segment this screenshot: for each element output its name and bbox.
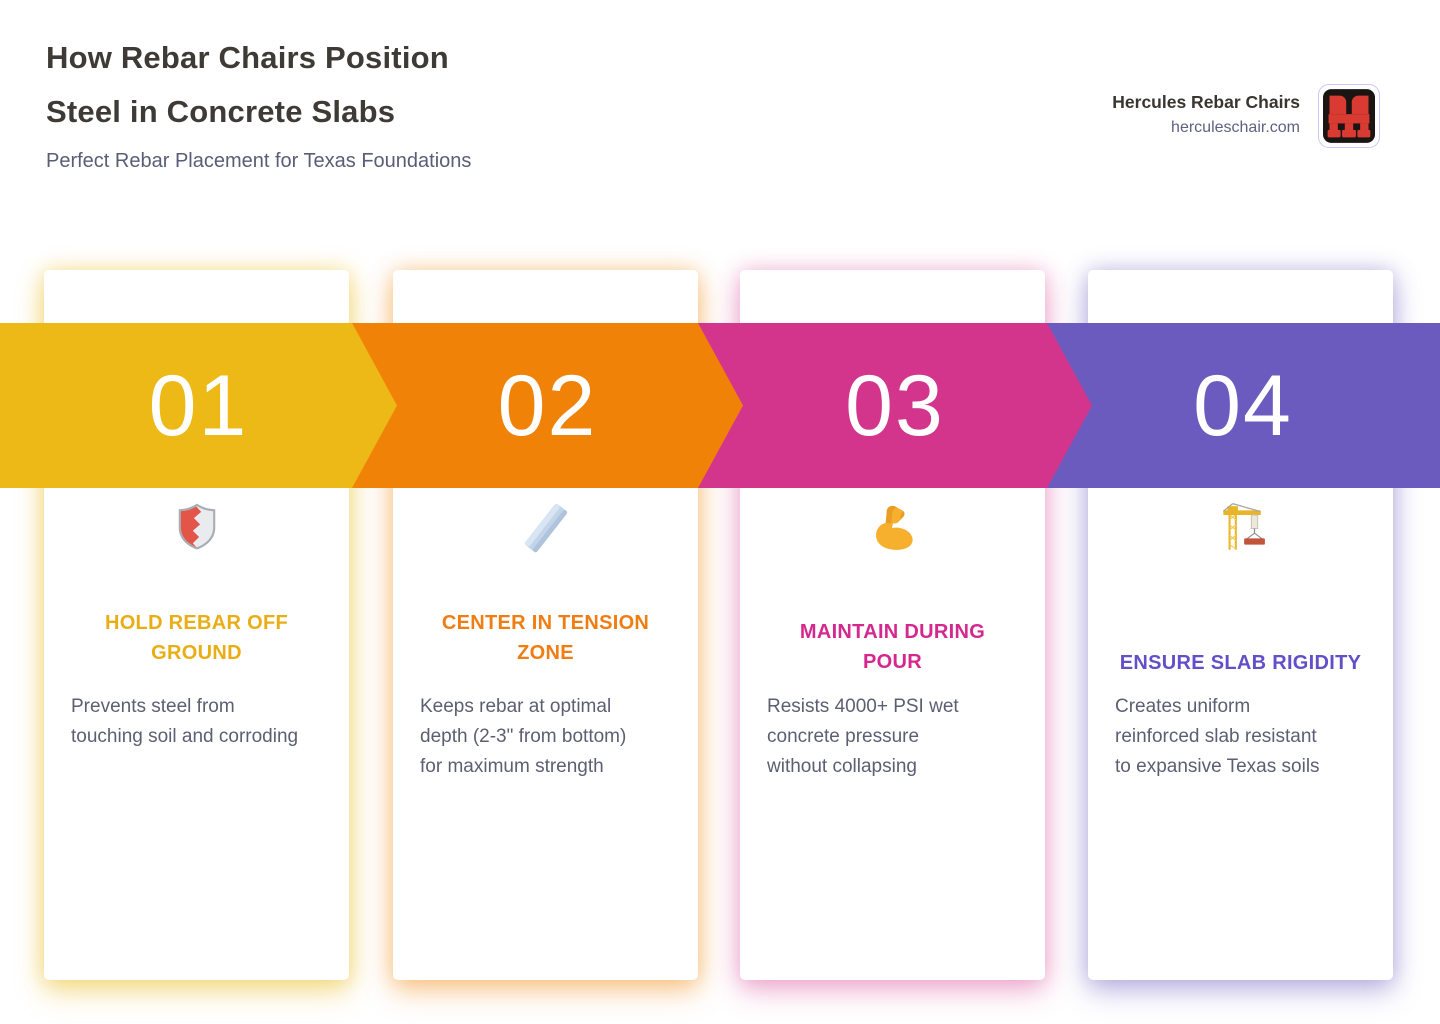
- page-subtitle: Perfect Rebar Placement for Texas Founda…: [46, 150, 472, 172]
- chevron-step-2: 02: [352, 323, 743, 488]
- hercules-rebar-chair-logo-icon: [1318, 84, 1380, 148]
- brand-website: herculeschair.com: [1171, 119, 1300, 136]
- chevron-step-3: 03: [698, 323, 1092, 488]
- notch-circle-1: [117, 468, 277, 628]
- step-banner-band: 01 02 03 04: [0, 323, 1440, 488]
- step-number-4: 04: [1193, 357, 1293, 454]
- chevron-step-1: 01: [0, 323, 397, 488]
- flexed-biceps-icon: [868, 502, 918, 557]
- brand-name: Hercules Rebar Chairs: [1112, 92, 1300, 112]
- step-number-3: 03: [845, 357, 945, 454]
- step-number-1: 01: [148, 357, 249, 454]
- page-title-line-2: Steel in Concrete Slabs: [46, 94, 396, 129]
- chevron-step-4: 04: [1046, 323, 1440, 488]
- notch-circle-4: [1161, 468, 1321, 628]
- step-number-2: 02: [497, 357, 598, 454]
- shield-icon: [176, 502, 218, 555]
- notch-circle-2: [466, 468, 626, 628]
- steel-bar-icon: [520, 502, 572, 559]
- page-title-line-1: How Rebar Chairs Position: [46, 40, 449, 75]
- construction-crane-icon: [1214, 502, 1268, 559]
- notch-circle-3: [813, 468, 973, 628]
